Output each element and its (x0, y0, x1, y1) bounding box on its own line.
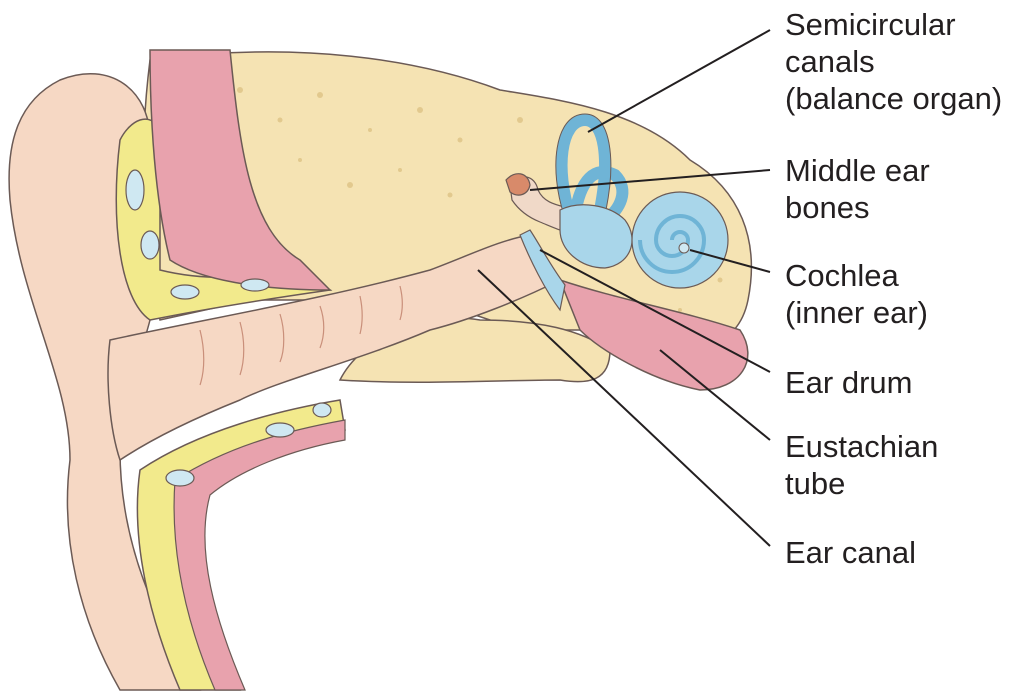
malleus (506, 174, 530, 195)
label-line: Semicircular (785, 6, 1002, 43)
label-ear-drum: Ear drum (785, 364, 912, 401)
label-line: tube (785, 465, 938, 502)
label-line: Eustachian (785, 428, 938, 465)
label-semicircular-canals: Semicircular canals (balance organ) (785, 6, 1002, 117)
label-line: (inner ear) (785, 294, 928, 331)
label-line: Middle ear (785, 152, 930, 189)
label-eustachian-tube: Eustachian tube (785, 428, 938, 502)
label-line: bones (785, 189, 930, 226)
label-cochlea: Cochlea (inner ear) (785, 257, 928, 331)
label-line: Cochlea (785, 257, 928, 294)
label-line: canals (785, 43, 1002, 80)
label-middle-ear-bones: Middle ear bones (785, 152, 930, 226)
cochlea (632, 192, 728, 288)
leader-semicircular (588, 30, 770, 132)
label-line: Ear drum (785, 364, 912, 401)
label-ear-canal: Ear canal (785, 534, 916, 571)
label-line: Ear canal (785, 534, 916, 571)
label-line: (balance organ) (785, 80, 1002, 117)
